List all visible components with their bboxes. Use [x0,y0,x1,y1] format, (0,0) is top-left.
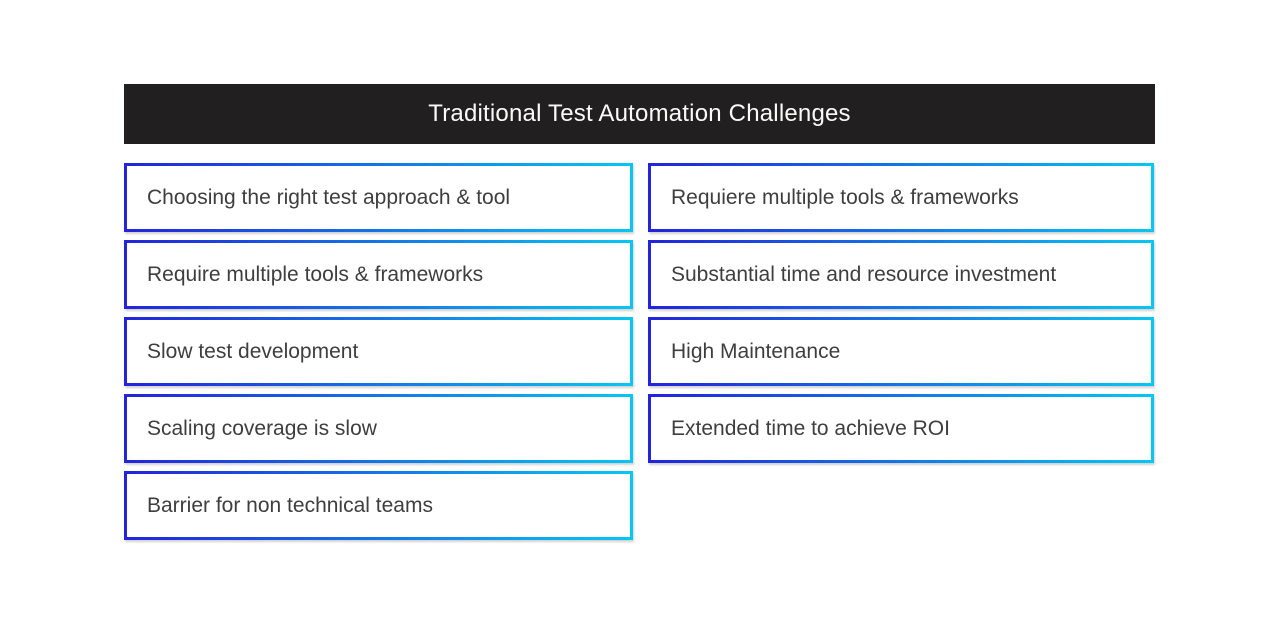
challenge-box-inner: Requiere multiple tools & frameworks [651,166,1151,229]
challenge-box-inner: Require multiple tools & frameworks [127,243,630,306]
challenge-box-inner: Extended time to achieve ROI [651,397,1151,460]
challenge-label: Choosing the right test approach & tool [147,185,511,209]
challenge-box: Extended time to achieve ROI [648,394,1154,463]
challenges-column-right: Requiere multiple tools & frameworks Sub… [648,163,1154,471]
challenge-label: Extended time to achieve ROI [671,416,950,440]
challenge-box-inner: High Maintenance [651,320,1151,383]
challenge-box: Requiere multiple tools & frameworks [648,163,1154,232]
challenge-box: Scaling coverage is slow [124,394,633,463]
challenge-box-inner: Choosing the right test approach & tool [127,166,630,229]
challenge-box: Substantial time and resource investment [648,240,1154,309]
challenge-label: Slow test development [147,339,359,363]
challenge-box: Slow test development [124,317,633,386]
challenge-box-inner: Barrier for non technical teams [127,474,630,537]
challenge-label: Barrier for non technical teams [147,493,433,517]
challenge-box-inner: Scaling coverage is slow [127,397,630,460]
challenge-label: Scaling coverage is slow [147,416,377,440]
challenge-box: High Maintenance [648,317,1154,386]
challenge-label: Substantial time and resource investment [671,262,1057,286]
challenges-column-left: Choosing the right test approach & tool … [124,163,633,548]
challenge-box: Require multiple tools & frameworks [124,240,633,309]
challenge-box: Choosing the right test approach & tool [124,163,633,232]
challenge-label: High Maintenance [671,339,841,363]
challenge-box-inner: Substantial time and resource investment [651,243,1151,306]
title-banner: Traditional Test Automation Challenges [124,84,1155,144]
challenge-label: Require multiple tools & frameworks [147,262,484,286]
challenge-box: Barrier for non technical teams [124,471,633,540]
challenge-label: Requiere multiple tools & frameworks [671,185,1019,209]
challenge-box-inner: Slow test development [127,320,630,383]
page-title: Traditional Test Automation Challenges [428,100,851,127]
